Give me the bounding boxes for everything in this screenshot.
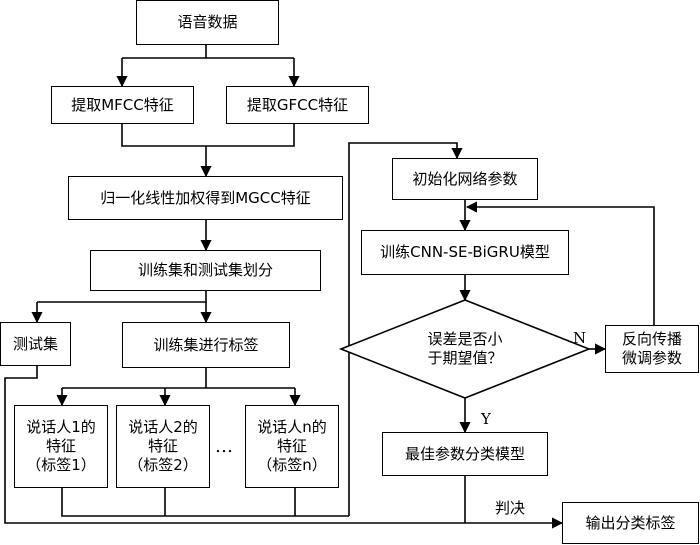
labeling-node: 训练集进行标签 [122, 322, 290, 368]
gfcc-node: 提取GFCC特征 [226, 86, 369, 124]
mgcc-node: 归一化线性加权得到MGCC特征 [68, 176, 343, 220]
arrow-loop-back [465, 201, 655, 325]
decision-line1: 误差是否小 [427, 330, 503, 349]
split-label: 训练集和测试集划分 [137, 261, 273, 280]
speakern-line3: （标签n） [257, 455, 327, 474]
edge-speech-to-features [122, 45, 294, 59]
speaker1-line2: 特征 [45, 437, 76, 456]
speaker1-line1: 说话人1的 [26, 418, 96, 437]
decision-text: 误差是否小 于期望值？ [395, 325, 535, 373]
train-model-label: 训练CNN-SE-BiGRU模型 [380, 243, 550, 262]
init-params-label: 初始化网络参数 [412, 169, 518, 188]
speaker2-line2: 特征 [147, 437, 178, 456]
decision-line2: 于期望值？ [427, 349, 503, 367]
backprop-line1: 反向传播 [621, 330, 682, 349]
speaker2-line1: 说话人2的 [128, 418, 198, 437]
backprop-node: 反向传播 微调参数 [605, 325, 699, 373]
speaker2-line3: （标签2） [128, 455, 198, 474]
arrow-to-init-params [348, 142, 463, 516]
mgcc-label: 归一化线性加权得到MGCC特征 [100, 188, 311, 207]
speech-data-node: 语音数据 [136, 0, 279, 45]
train-model-node: 训练CNN-SE-BiGRU模型 [361, 230, 569, 275]
output-node: 输出分类标签 [562, 502, 699, 544]
ellipsis: … [215, 436, 233, 457]
backprop-line2: 微调参数 [621, 349, 682, 367]
test-set-label: 测试集 [12, 334, 58, 353]
yes-label: Y [481, 410, 491, 428]
init-params-node: 初始化网络参数 [392, 158, 538, 200]
speaker1-node: 说话人1的 特征 （标签1） [14, 405, 108, 488]
judge-label: 判决 [495, 499, 526, 517]
test-set-node: 测试集 [0, 322, 71, 366]
speakern-line1: 说话人n的 [257, 418, 327, 437]
mfcc-label: 提取MFCC特征 [71, 95, 174, 114]
best-model-label: 最佳参数分类模型 [404, 444, 525, 463]
edge-features-merge [121, 124, 295, 147]
speech-data-label: 语音数据 [177, 13, 238, 32]
speakern-line2: 特征 [276, 437, 307, 456]
mfcc-node: 提取MFCC特征 [51, 86, 194, 124]
speaker2-node: 说话人2的 特征 （标签2） [116, 405, 210, 488]
edge-speakers-merge [61, 488, 349, 517]
edge-labeling-branch [62, 368, 295, 389]
edge-split-branch [37, 291, 207, 303]
output-label: 输出分类标签 [585, 513, 676, 532]
decision-diamond [338, 299, 592, 399]
best-model-node: 最佳参数分类模型 [382, 432, 548, 476]
gfcc-label: 提取GFCC特征 [246, 95, 349, 114]
speakern-node: 说话人n的 特征 （标签n） [245, 405, 339, 488]
labeling-label: 训练集进行标签 [153, 335, 259, 354]
edge-test-to-output [4, 366, 465, 524]
no-label: N [573, 329, 587, 347]
split-node: 训练集和测试集划分 [90, 250, 321, 291]
speaker1-line3: （标签1） [26, 455, 96, 474]
